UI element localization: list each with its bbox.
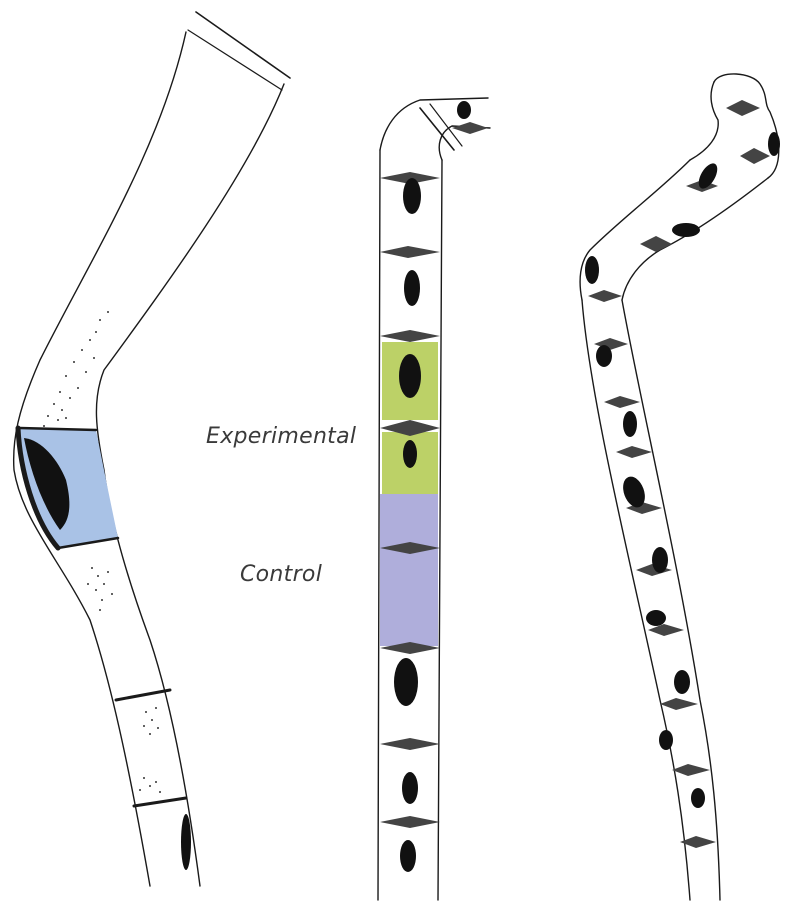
- control-cell: [380, 494, 438, 646]
- nucleus: [404, 270, 420, 306]
- nucleus: [646, 610, 666, 626]
- cut-line: [196, 12, 290, 78]
- nucleus: [691, 788, 705, 808]
- nucleus: [623, 411, 637, 437]
- nucleus: [768, 132, 780, 156]
- stipple: [87, 567, 161, 793]
- filament-wall: [622, 178, 768, 300]
- nucleus: [399, 354, 421, 398]
- stipple: [43, 311, 109, 427]
- nucleus: [403, 440, 417, 468]
- filament-wall: [96, 84, 284, 886]
- filament-wall: [714, 74, 779, 178]
- nucleus: [400, 840, 416, 872]
- cross-wall: [116, 690, 170, 700]
- filament-wall: [378, 150, 380, 900]
- filament-wall: [438, 160, 442, 900]
- control-label: Control: [240, 562, 322, 587]
- nucleus: [403, 178, 421, 214]
- nucleus: [672, 223, 700, 237]
- nucleus: [652, 547, 668, 573]
- nucleus: [596, 345, 612, 367]
- nucleus: [394, 658, 418, 706]
- intact-filament: [580, 74, 780, 900]
- nucleus: [674, 670, 690, 694]
- filament-wall: [582, 300, 690, 900]
- experimental-label: Experimental: [206, 424, 356, 449]
- wounded-filament: [14, 12, 290, 886]
- nucleus: [402, 772, 418, 804]
- grafted-filament: [378, 98, 490, 900]
- nucleus: [181, 814, 191, 870]
- filament-wall: [690, 82, 718, 160]
- nucleus: [659, 730, 673, 750]
- nucleus: [457, 101, 471, 119]
- cross-wall: [134, 798, 186, 806]
- nucleus: [585, 256, 599, 284]
- cross-walls: [588, 100, 770, 848]
- filament-wall: [622, 300, 720, 900]
